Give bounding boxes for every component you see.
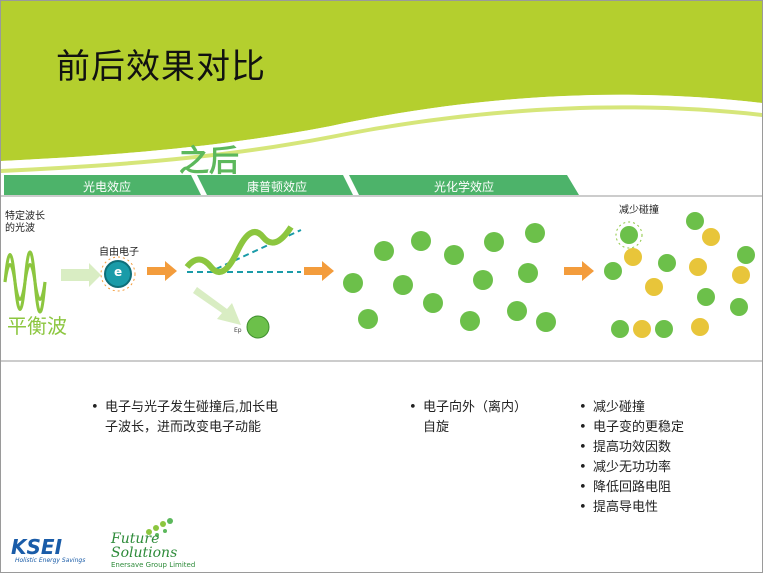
note-item: 提高功效因数: [579, 438, 739, 458]
note-item: 降低回路电阻: [579, 478, 739, 498]
ksei-logo: KSEI: [11, 535, 63, 559]
balance-wave-label: 平衡波: [7, 314, 67, 338]
header-band: [1, 1, 762, 173]
notes-col-2: 电子向外（离内）自旋: [409, 398, 539, 438]
page-title: 前后效果对比: [56, 47, 266, 87]
stage-label-2: 康普顿效应: [247, 180, 308, 194]
stable-electrons: [604, 212, 755, 338]
scattered-wave: [184, 225, 294, 275]
after-label: 之后: [179, 144, 239, 179]
note-item: 减少碰撞: [579, 398, 739, 418]
free-electron: [104, 260, 132, 288]
stage-label-3: 光化学效应: [434, 180, 495, 194]
solutions-text: Solutions: [111, 545, 178, 561]
ep-label: Ep: [234, 327, 242, 334]
light-arrow: [61, 263, 101, 287]
free-electron-label: 自由电子: [99, 247, 139, 258]
reduce-collision-label: 减少碰撞: [619, 205, 659, 216]
notes-col-3: 减少碰撞 电子变的更稳定 提高功效因数 减少无功功率 降低回路电阻 提高导电性: [579, 398, 739, 518]
future-text: Future: [111, 531, 160, 547]
arrow-1: [147, 261, 177, 281]
ksei-tagline: Holistic Energy Savings: [15, 557, 86, 564]
electron-symbol: e: [114, 265, 123, 279]
electron-cloud: [343, 223, 556, 332]
scatter-arrow: [193, 287, 241, 325]
scattered-electron: [246, 315, 270, 339]
stage-label-1: 光电效应: [83, 180, 132, 194]
future-tagline: Enersave Group Limited: [111, 561, 196, 569]
note-item: 提高导电性: [579, 498, 739, 518]
note-item: 电子向外（离内）自旋: [409, 398, 539, 438]
arrow-3: [564, 261, 594, 281]
stage-segment-1: [4, 175, 201, 195]
stage-bar: [1, 175, 762, 197]
future-logo-icon: [146, 518, 173, 537]
stage-segment-2: [197, 175, 353, 195]
diagram-panel: [1, 212, 762, 362]
wave-label: 特定波长的光波: [5, 211, 45, 234]
stage-segment-3: [349, 175, 579, 195]
notes-col-1: 电子与光子发生碰撞后,加长电子波长，进而改变电子动能: [91, 398, 291, 438]
note-item: 电子与光子发生碰撞后,加长电子波长，进而改变电子动能: [91, 398, 291, 438]
arrow-2: [304, 261, 334, 281]
note-item: 减少无功功率: [579, 458, 739, 478]
note-item: 电子变的更稳定: [579, 418, 739, 438]
